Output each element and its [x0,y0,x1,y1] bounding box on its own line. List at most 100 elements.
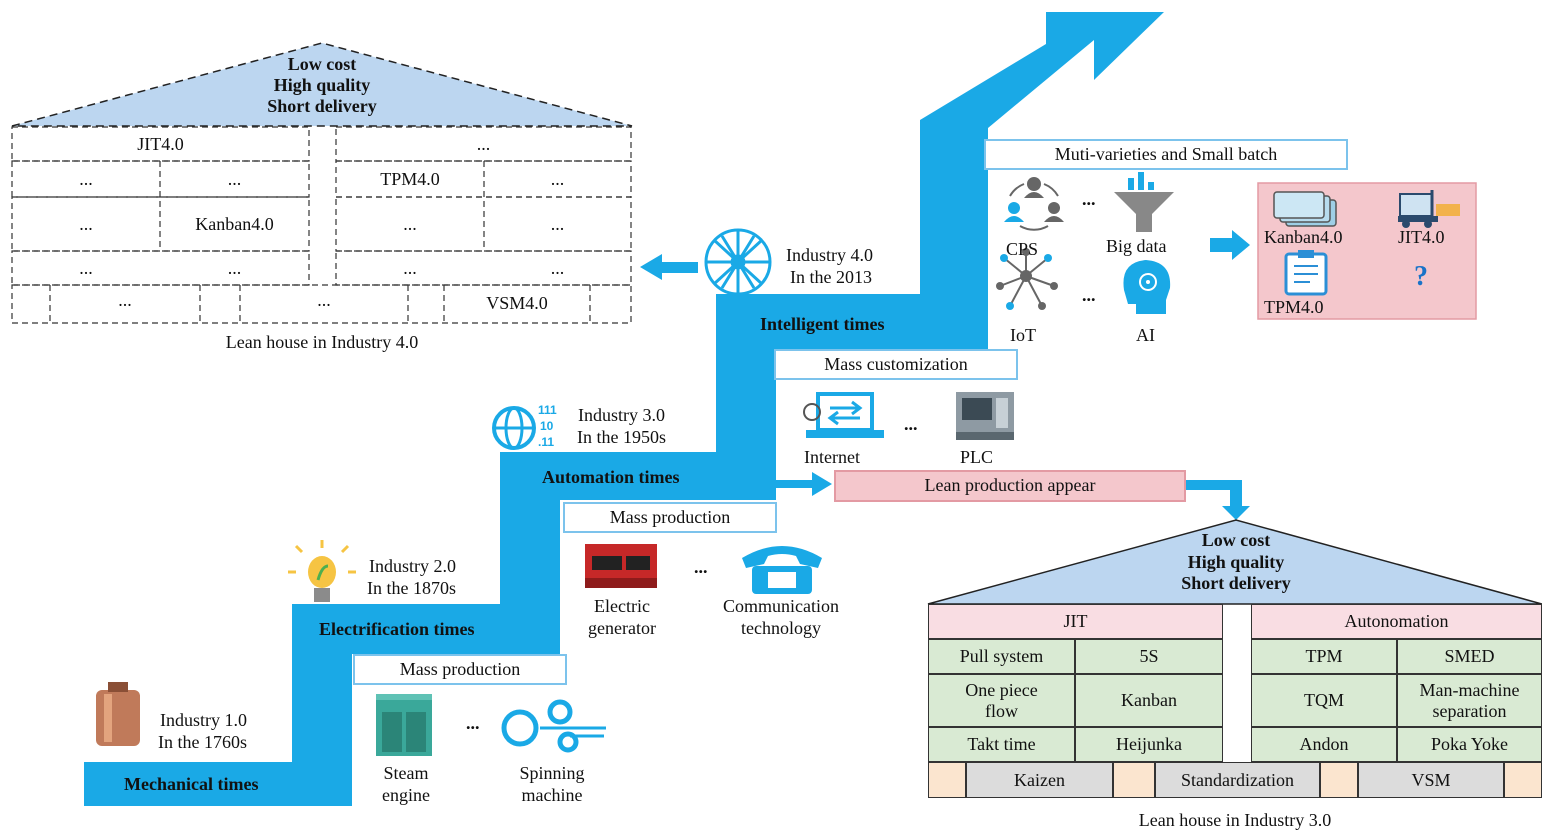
industry-2-title: Industry 2.0 [369,556,456,576]
cell-r4c3: ... [403,257,417,278]
ellipsis-5: ... [1082,285,1096,305]
vsm-cell: VSM [1358,762,1504,798]
foundation-pad-1 [928,762,966,798]
svg-text:.11: .11 [538,435,554,449]
laptop-internet-icon [803,392,884,438]
pull-system-cell: Pull system [928,639,1075,674]
electric-generator-icon [585,544,657,588]
lean-house-40-roof-line-1: Low cost [287,54,357,74]
mass-production-box-2: Mass production [563,502,777,533]
cell-top-right: ... [476,133,491,154]
lightbulb-icon [288,540,356,602]
steam-label-1: Steam [383,763,429,783]
lean-house-30-roof-line-3: Short delivery [1181,573,1291,593]
tqm-cell: TQM [1251,674,1397,727]
binary-globe-icon: 111 10 .11 [492,403,557,450]
industry-2-date: In the 1870s [367,578,456,598]
funnel-big-data-icon [1114,172,1174,232]
foundation-pad-4 [1504,762,1542,798]
muti-varieties-box: Muti-varieties and Small batch [984,139,1348,170]
lean-house-30-roof-line-2: High quality [1187,552,1285,572]
tpm-cell: TPM [1251,639,1397,674]
mass-customization-box: Mass customization [774,349,1018,380]
lean-house-40-roof-line-2: High quality [273,75,371,95]
lean-appear-box: Lean production appear [834,470,1186,502]
big-data-label: Big data [1106,236,1167,256]
question-icon: ? [1414,261,1428,292]
iot-label: IoT [1010,325,1036,345]
iot-network-icon [996,248,1058,310]
industry-1-title: Industry 1.0 [160,710,247,730]
tool-jit40: JIT4.0 [1398,227,1445,247]
svg-text:111: 111 [538,403,557,417]
cell-r4c1: ... [79,257,93,278]
cell-jit40: JIT4.0 [137,133,184,154]
5s-cell: 5S [1075,639,1223,674]
arrow-to-tools-40 [1210,230,1250,260]
lean-house-30-caption: Lean house in Industry 3.0 [1138,810,1332,830]
lean-house-40-roof [11,42,633,127]
smed-cell: SMED [1397,639,1542,674]
lean-house-30-roof-line-1: Low cost [1201,530,1271,550]
cell-r3c4: ... [550,213,565,234]
spinning-label-2: machine [521,785,583,805]
arrow-to-lean-appear [770,472,832,496]
stage-electrification: Electrification times [319,619,475,639]
spinning-label-1: Spinning [519,763,585,783]
network-globe-icon [704,228,772,296]
cell-r3c1: ... [79,213,93,234]
one-piece-flow-cell: One piece flow [928,674,1075,727]
industry-3-title: Industry 3.0 [578,405,665,425]
lean-house-40-roof-line-3: Short delivery [267,96,377,116]
cell-r4c4: ... [550,257,565,278]
foundation-pad-3 [1320,762,1358,798]
arrow-to-lean-house-40 [640,254,698,280]
stage-intelligent: Intelligent times [760,314,885,334]
cps-label: CPS [1006,239,1039,259]
electric-label-1: Electric [594,596,650,616]
takt-time-cell: Takt time [928,727,1075,762]
lean-house-40-grid [11,126,632,324]
cell-r2c2: ... [227,168,242,189]
electric-label-2: generator [588,618,656,638]
communication-label-1: Communication [723,596,839,616]
kaizen-cell: Kaizen [966,762,1113,798]
telephone-icon [742,546,822,594]
steam-engine-icon [376,694,432,756]
foundation-pad-2 [1113,762,1155,798]
man-machine-separation-cell: Man-machine separation [1397,674,1542,727]
stage-mechanical: Mechanical times [124,774,259,794]
cell-tpm40: TPM4.0 [380,168,440,189]
cell-b2: ... [317,289,331,310]
industry-3-date: In the 1950s [577,427,666,447]
svg-text:10: 10 [540,419,554,433]
ai-label: AI [1136,325,1155,345]
steam-label-2: engine [382,785,430,805]
industry-4-title: Industry 4.0 [786,245,873,265]
lean-house-30-roof [927,519,1542,605]
checklist-icon [1284,250,1328,296]
tool-kanban40: Kanban4.0 [1264,227,1343,247]
spinning-machine-icon [501,699,606,753]
kanban-cell: Kanban [1075,674,1223,727]
mass-production-box-1: Mass production [353,654,567,685]
internet-label: Internet [804,447,860,467]
staircase-arrow [84,12,1164,806]
kanban-cards-icon [1273,191,1337,227]
poka-yoke-cell: Poka Yoke [1397,727,1542,762]
ellipsis-4: ... [1082,189,1096,209]
copper-cylinder-icon [96,682,140,746]
cell-vsm40: VSM4.0 [486,292,548,313]
cell-b1: ... [118,289,132,310]
ai-head-icon [1123,260,1171,314]
cell-r4c2: ... [227,257,242,278]
lean-house-30-autonomation: Autonomation [1251,604,1542,639]
andon-cell: Andon [1251,727,1397,762]
cell-r2c1: ... [79,168,93,189]
lean-house-30-jit: JIT [928,604,1223,639]
stage-automation: Automation times [542,467,680,487]
plc-label: PLC [960,447,994,467]
cell-r3c3: ... [403,213,417,234]
plc-machine-icon [956,392,1014,440]
